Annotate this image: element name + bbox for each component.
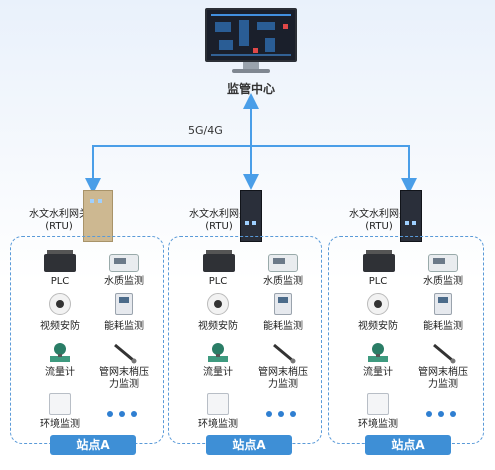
site-badge: 站点A (206, 435, 292, 455)
camera-icon (367, 293, 389, 315)
energy-meter-icon (434, 293, 452, 315)
monitor-foot (232, 69, 270, 73)
device-label-energy: 能耗监测 (263, 321, 303, 332)
device-label-water-quality: 水质监测 (263, 276, 303, 287)
gateway-device-icon (83, 190, 113, 242)
environment-sensor-icon (207, 393, 229, 415)
device-label-video: 视频安防 (40, 321, 80, 332)
device-label-plc: PLC (50, 276, 70, 287)
site-box (10, 236, 164, 444)
plc-icon (203, 250, 235, 272)
environment-sensor-icon (49, 393, 71, 415)
flow-meter-icon (368, 343, 388, 362)
gateway-title: 水文水利网关(RTU) (349, 209, 409, 232)
site-badge: 站点A (365, 435, 451, 455)
water-quality-icon (109, 254, 139, 272)
device-label-energy: 能耗监测 (423, 321, 463, 332)
network-label: 5G/4G (188, 124, 223, 137)
device-label-plc: PLC (208, 276, 228, 287)
site-box (328, 236, 484, 444)
gateway-device-icon (240, 190, 262, 242)
device-label-flow: 流量计 (363, 367, 393, 378)
device-label-pipe-pressure: 管网末梢压力监测 (99, 367, 149, 390)
site-badge: 站点A (50, 435, 136, 455)
device-label-flow: 流量计 (203, 367, 233, 378)
monitor-screen (205, 8, 297, 62)
gateway-title: 水文水利网关(RTU) (189, 209, 249, 232)
device-label-environment: 环境监测 (198, 419, 238, 430)
device-label-plc: PLC (368, 276, 388, 287)
plc-icon (363, 250, 395, 272)
pressure-sensor-icon (273, 343, 296, 364)
device-label-energy: 能耗监测 (104, 321, 144, 332)
device-label-water-quality: 水质监测 (423, 276, 463, 287)
device-label-video: 视频安防 (198, 321, 238, 332)
device-label-water-quality: 水质监测 (104, 276, 144, 287)
energy-meter-icon (274, 293, 292, 315)
more-devices-dots (423, 402, 459, 421)
pressure-sensor-icon (433, 343, 456, 364)
gateway-title: 水文水利网关(RTU) (29, 209, 89, 232)
device-label-pipe-pressure: 管网末梢压力监测 (418, 367, 468, 390)
camera-icon (49, 293, 71, 315)
energy-meter-icon (115, 293, 133, 315)
more-devices-dots (263, 402, 299, 421)
environment-sensor-icon (367, 393, 389, 415)
distribution-line (92, 145, 410, 182)
camera-icon (207, 293, 229, 315)
plc-icon (44, 250, 76, 272)
monitoring-center-label: 监管中心 (226, 82, 275, 96)
device-label-pipe-pressure: 管网末梢压力监测 (258, 367, 308, 390)
device-label-flow: 流量计 (45, 367, 75, 378)
monitor-stand (243, 62, 259, 70)
flow-meter-icon (50, 343, 70, 362)
device-label-environment: 环境监测 (358, 419, 398, 430)
device-label-video: 视频安防 (358, 321, 398, 332)
flow-meter-icon (208, 343, 228, 362)
device-label-environment: 环境监测 (40, 419, 80, 430)
pressure-sensor-icon (114, 343, 137, 364)
water-quality-icon (428, 254, 458, 272)
more-devices-dots (104, 402, 140, 421)
water-quality-icon (268, 254, 298, 272)
gateway-device-icon (400, 190, 422, 242)
